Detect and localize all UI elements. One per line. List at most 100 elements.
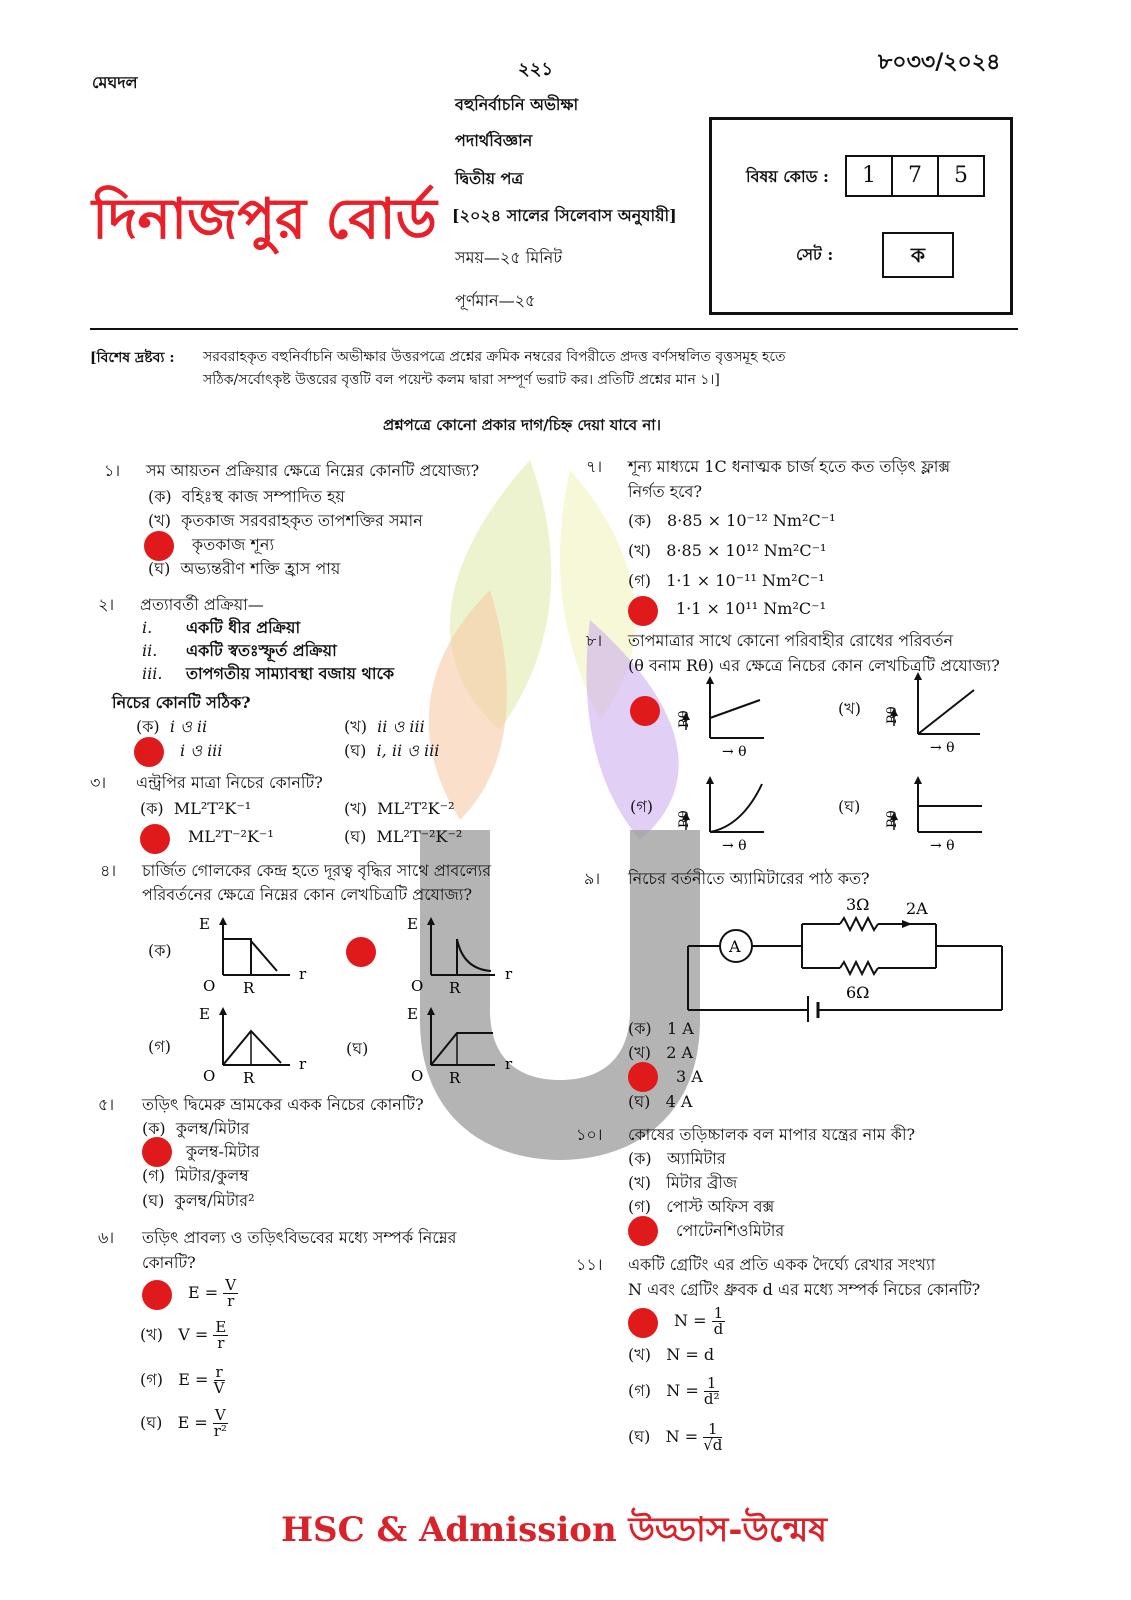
paper-name: দ্বিতীয় পত্র [455,169,524,188]
q5-text: তড়িৎ দ্বিমেরু ভ্রামকের একক নিচের কোনটি? [142,1095,424,1114]
subject-code-label: বিষয় কোড : [746,167,829,186]
q7-option-d[interactable]: 1·1 × 10¹¹ Nm²C⁻¹ [676,598,826,620]
q11-option-d[interactable]: (ঘ) N = 1√d [628,1420,723,1454]
q5-option-a[interactable]: (ক) কুলম্ব/মিটার [142,1118,249,1140]
q5-option-b[interactable]: কুলম্ব-মিটার [186,1141,260,1163]
option-text: অভ্যন্তরীণ শক্তি হ্রাস পায় [180,559,341,578]
option-label: (ঘ) [148,559,171,578]
q5-option-d[interactable]: (ঘ) কুলম্ব/মিটার² [142,1190,255,1212]
q3-option-a[interactable]: (ক) ML²T²K⁻¹ [140,798,251,820]
q7-option-b[interactable]: (খ) 8·85 × 10¹² Nm²C⁻¹ [628,540,826,562]
code-box: বিষয় কোড : 1 7 5 সেট : ক [709,117,1013,315]
q3-text: এন্ট্রপির মাত্রা নিচের কোনটি? [136,773,323,792]
axis-label-x: → θ [722,838,747,854]
q10-option-a[interactable]: (ক) অ্যামিটার [628,1148,726,1170]
q10-option-c[interactable]: (গ) পোস্ট অফিস বক্স [628,1196,774,1218]
q3-option-d[interactable]: (ঘ) ML²T⁻²K⁻² [344,826,462,848]
axis-label-x: r [505,1055,513,1073]
notice-line-1: সরবরাহকৃত বহুনির্বাচনি অভীক্ষার উত্তরপত্… [203,349,786,365]
q7-option-c[interactable]: (গ) 1·1 × 10⁻¹¹ Nm²C⁻¹ [628,570,825,592]
q10-text: কোষের তড়িচ্চালক বল মাপার যন্ত্রের নাম ক… [628,1125,916,1144]
q7-line-2: নির্গত হবে? [628,482,703,501]
q6-line-1: তড়িৎ প্রাবল্য ও তড়িৎবিভবের মধ্যে সম্পর… [142,1228,457,1247]
q4-number: ৪। [100,861,117,880]
publisher-name: মেঘদল [92,73,138,92]
q10-answer-mark [628,1216,658,1246]
q2-option-a[interactable]: (ক) i ও ii [136,716,207,738]
axis-label-o: O [411,1067,423,1085]
q10-number: ১০। [576,1125,603,1144]
q1-option-c[interactable]: কৃতকাজ শূন্য [192,534,274,556]
option-label: (ক) [140,799,164,818]
option-label: (গ) [142,1166,165,1185]
q3-option-c[interactable]: ML²T⁻²K⁻¹ [188,826,274,848]
q10-option-b[interactable]: (খ) মিটার ব্রীজ [628,1172,737,1194]
q8-option-c-label[interactable]: (গ) [630,797,653,816]
q4-option-c-label[interactable]: (গ) [148,1037,171,1056]
q1-option-a[interactable]: (ক) বহিঃস্থ কাজ সম্পাদিত হয় [148,486,345,508]
q4-option-d-label[interactable]: (ঘ) [346,1039,369,1058]
q9-option-d[interactable]: (ঘ) 4 A [628,1091,692,1113]
subject-code-boxes: 1 7 5 [845,155,985,197]
q8-line-2: (θ বনাম Rθ) এর ক্ষেত্রে নিচের কোন লেখচিত… [628,656,1000,675]
q4-graph-a: E O R r [199,915,307,995]
subject-code-digit: 1 [845,155,893,197]
axis-label-o: O [203,977,215,995]
question-code: ৮০৩৩/২০২৪ [878,49,1001,75]
q7-answer-mark [628,596,658,626]
option-label: (খ) [148,511,171,530]
notice-line-2: সঠিক/সর্বোৎকৃষ্ট উত্তরের বৃত্তটি বল পয়ে… [203,372,720,388]
q5-option-c[interactable]: (গ) মিটার/কুলম্ব [142,1165,249,1187]
full-marks: পূর্ণমান—২৫ [455,291,536,310]
axis-label-r: R [449,979,461,995]
option-label: (ঘ) [344,741,367,760]
option-text: 3 A [676,1067,703,1086]
q11-option-b[interactable]: (খ) N = d [628,1344,714,1366]
option-text: অ্যামিটার [666,1149,726,1168]
q1-answer-mark [144,531,174,561]
q8-option-d-label[interactable]: (ঘ) [838,797,861,816]
option-label: (ক) [628,1149,652,1168]
q9-option-b[interactable]: (খ) 2 A [628,1042,693,1064]
q9-option-c[interactable]: 3 A [676,1066,703,1088]
q2-option-b[interactable]: (খ) ii ও iii [344,716,425,738]
fraction: 1√d [703,1420,723,1454]
axis-label-o: O [203,1067,215,1085]
q10-option-d[interactable]: পোটেনশিওমিটার [676,1220,784,1242]
q3-option-b[interactable]: (খ) ML²T²K⁻² [344,798,455,820]
option-text: i ও ii [169,717,208,736]
q2-number: ২। [98,595,115,614]
axis-label-r: R [243,979,255,995]
q4-option-a-label[interactable]: (ক) [148,941,172,960]
q7-option-a[interactable]: (ক) 8·85 × 10⁻¹² Nm²C⁻¹ [628,510,836,532]
option-text: 8·85 × 10¹² Nm²C⁻¹ [666,541,827,560]
q3-answer-mark [140,824,170,854]
option-label: (ঘ) [344,827,367,846]
option-label: (খ) [344,717,367,736]
option-label: (ক) [628,1019,652,1038]
option-text: মিটার ব্রীজ [666,1173,738,1192]
time-limit: সময়—২৫ মিনিট [455,248,563,267]
option-text: 2 A [666,1043,694,1062]
q2-option-c[interactable]: i ও iii [180,740,222,762]
axis-label-x: r [505,965,513,983]
q9-option-a[interactable]: (ক) 1 A [628,1018,694,1040]
q8-number: ৮। [586,631,603,650]
option-lhs: N = [665,1427,699,1446]
q2-option-d[interactable]: (ঘ) i, ii ও iii [344,740,439,762]
q8-option-b-label[interactable]: (খ) [838,699,861,718]
q1-option-b[interactable]: (খ) কৃতকাজ সরবরাহকৃত তাপশক্তির সমান [148,510,423,532]
option-lhs: E = [177,1413,208,1432]
q4-graph-d: E O R r [407,1005,513,1085]
q1-option-d[interactable]: (ঘ) অভ্যন্তরীণ শক্তি হ্রাস পায় [148,558,340,580]
